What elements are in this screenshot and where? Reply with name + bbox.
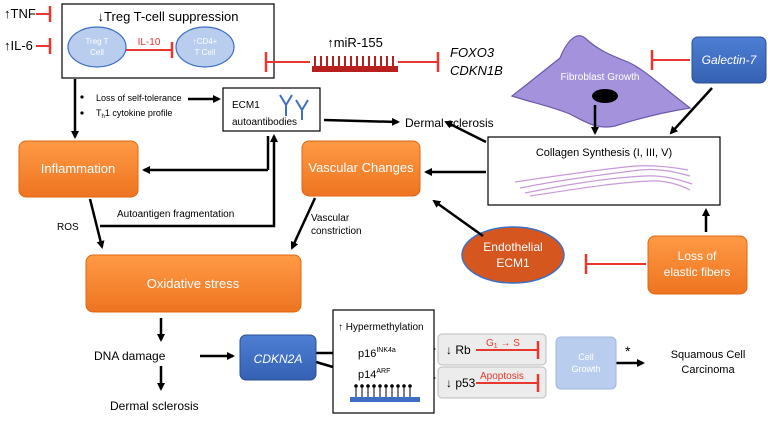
galectin7-box [691, 36, 767, 84]
p53-label: ↓ p53 [446, 376, 476, 390]
vascular-constriction-line1: Vascular [311, 213, 350, 224]
inflammation-label: Inflammation [41, 161, 115, 176]
treg-suppression-box: ↓Treg T-cell suppression Treg T Cell IL-… [61, 3, 275, 79]
loss-elastic-line2: elastic fibers [664, 265, 731, 279]
foxo3-label: FOXO3 [450, 45, 495, 60]
vascular-changes-box [301, 140, 421, 197]
p14-label: p14ARF [358, 368, 390, 381]
galectin7-label: Galectin-7 [702, 53, 758, 67]
mir155-label: ↑miR-155 [327, 35, 383, 50]
endothelial-line1: Endothelial [483, 240, 542, 254]
ros-label: ROS [57, 222, 79, 233]
scc-line2: Carcinoma [681, 364, 735, 376]
ecm1-autoantibodies-box [222, 87, 321, 132]
bullet-th1-profile: Th1 cytokine profile [96, 108, 172, 120]
cdkn1b-label: CDKN1B [450, 63, 503, 78]
treg-cell-line1: Treg T [85, 37, 108, 46]
treg-cell [67, 26, 127, 68]
cell-growth-line1: Cell [578, 352, 594, 362]
loss-elastic-fibers-box [647, 235, 748, 295]
mir155-hairpin [312, 56, 398, 72]
cell-growth-line2: Growth [571, 364, 600, 374]
dermal-sclerosis-bottom: Dermal sclerosis [110, 399, 199, 413]
bullet-loss-tolerance: Loss of self-tolerance [96, 93, 182, 103]
treg-cell-line2: Cell [90, 48, 104, 57]
autoantibodies-label: autoantibodies [232, 117, 297, 128]
scc-line1: Squamous Cell [671, 349, 746, 361]
g1-s-label: G1 → S [486, 338, 520, 350]
cdkn2a-label: CDKN2A [254, 352, 303, 366]
ecm1-label: ECM1 [232, 100, 260, 111]
endothelial-ecm1 [461, 226, 565, 284]
oxidative-stress-label: Oxidative stress [147, 276, 240, 291]
hypermethylation-box [332, 309, 435, 414]
vascular-constriction-line2: constriction [311, 226, 362, 237]
autoantigen-label: Autoantigen fragmentation [117, 209, 234, 220]
collagen-label: Collagen Synthesis (I, III, V) [536, 147, 672, 159]
antibody-icon [279, 94, 309, 120]
endothelial-line2: ECM1 [496, 256, 530, 270]
rb-label: ↓ Rb [446, 343, 471, 357]
hypermethylation-title: ↑ Hypermethylation [338, 322, 424, 333]
collagen-fibers-icon [514, 165, 693, 197]
tnf-label: ↑TNF [4, 6, 36, 21]
cd4-cell-line1: ↑CD4+ [193, 37, 218, 46]
loss-elastic-line1: Loss of [678, 249, 717, 263]
collagen-synthesis-box [487, 136, 721, 206]
inflammation-box [18, 140, 139, 198]
il10-label: IL-10 [138, 37, 161, 48]
cd4-cell-line2: T Cell [195, 48, 216, 57]
p16-label: p16INK4a [358, 347, 396, 360]
cd4-cell [175, 26, 235, 68]
vascular-changes-label: Vascular Changes [308, 160, 414, 175]
oxidative-stress-box [85, 254, 302, 313]
asterisk-label: * [625, 343, 631, 359]
fibroblast-cell: Fibroblast Growth [510, 35, 692, 128]
dna-damage-label: DNA damage [94, 349, 166, 363]
methylated-dna-icon [350, 384, 420, 402]
il6-label: ↑IL-6 [4, 38, 33, 53]
fibroblast-label: Fibroblast Growth [561, 72, 640, 83]
cdkn2a-box [239, 334, 317, 381]
apoptosis-label: Apoptosis [480, 371, 524, 382]
cell-growth-box [555, 336, 617, 390]
treg-title: ↓Treg T-cell suppression [98, 9, 239, 24]
